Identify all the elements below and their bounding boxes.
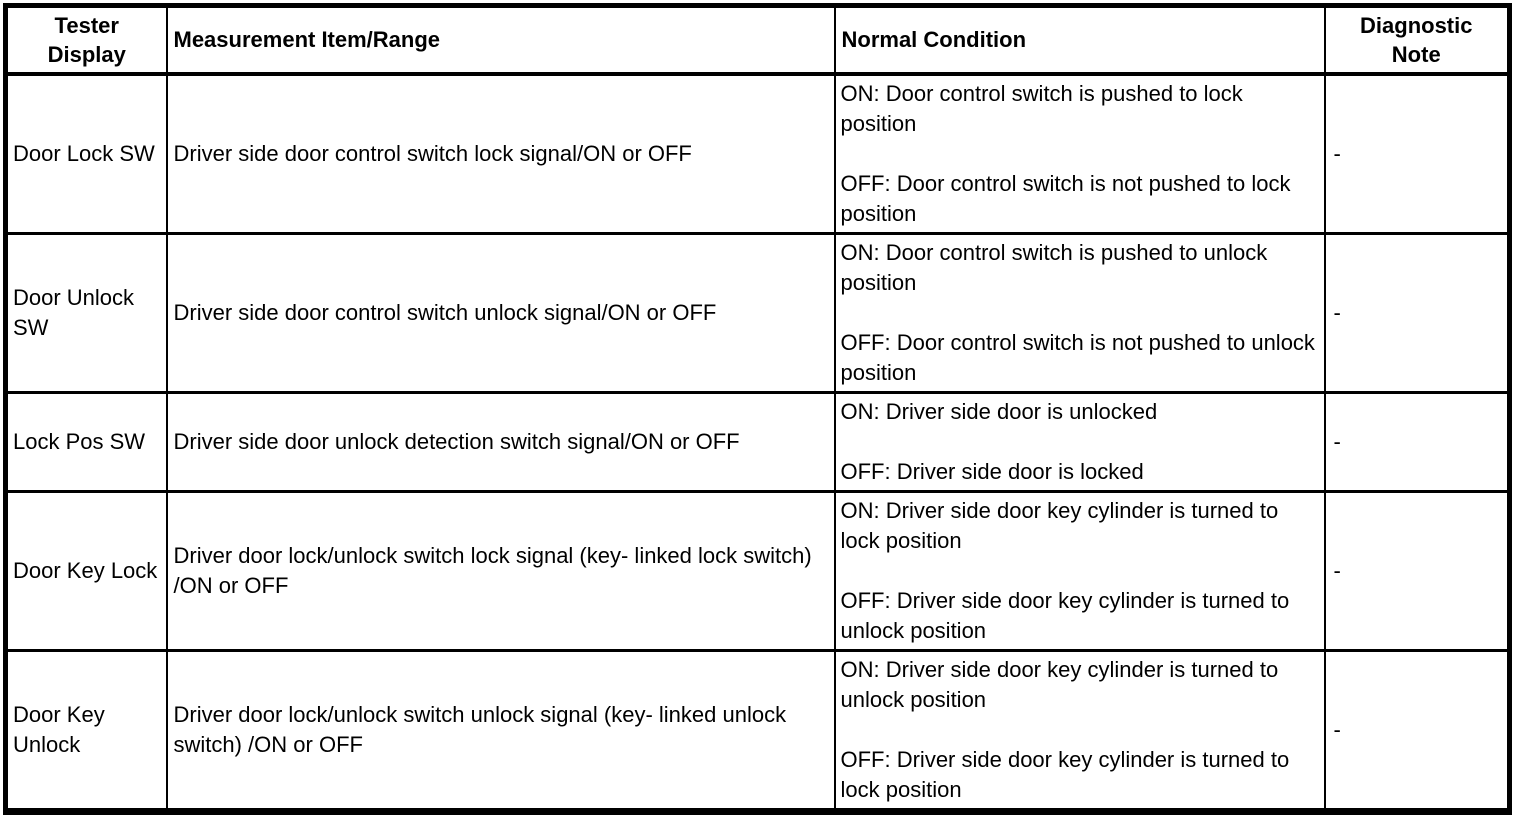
- tester-display-cell: Door Unlock SW: [4, 232, 168, 394]
- measurement-cell: Driver side door control switch unlock s…: [165, 232, 836, 394]
- normal-condition-on: ON: Driver side door key cylinder is tur…: [840, 497, 1279, 553]
- header-measurement-item-range: Measurement Item/Range: [165, 4, 836, 76]
- data-monitor-table: Tester Display Measurement Item/Range No…: [3, 3, 1512, 815]
- normal-condition-off: OFF: Driver side door key cylinder is tu…: [840, 587, 1290, 643]
- diagnostic-note-cell: -: [1323, 72, 1511, 235]
- diagnostic-note-cell: -: [1323, 649, 1511, 813]
- header-normal-condition: Normal Condition: [833, 4, 1326, 76]
- diagnostic-note-cell: -: [1323, 391, 1511, 493]
- measurement-cell: Driver door lock/unlock switch unlock si…: [165, 649, 836, 813]
- header-diagnostic-note: Diagnostic Note: [1323, 4, 1511, 76]
- normal-condition-cell: ON: Door control switch is pushed to loc…: [833, 72, 1326, 235]
- normal-condition-on: ON: Driver side door key cylinder is tur…: [840, 656, 1279, 712]
- table-row-lock-pos-sw: Lock Pos SW Driver side door unlock dete…: [4, 391, 1511, 493]
- diagnostic-note-cell: -: [1323, 232, 1511, 394]
- normal-condition-on: ON: Door control switch is pushed to unl…: [840, 239, 1268, 295]
- header-row: Tester Display Measurement Item/Range No…: [4, 4, 1511, 76]
- normal-condition-on: ON: Driver side door is unlocked: [840, 398, 1158, 424]
- normal-condition-cell: ON: Driver side door key cylinder is tur…: [833, 649, 1326, 813]
- diagnostic-note-cell: -: [1323, 490, 1511, 652]
- tester-display-cell: Lock Pos SW: [4, 391, 168, 493]
- normal-condition-on: ON: Door control switch is pushed to loc…: [840, 80, 1243, 136]
- normal-condition-off: OFF: Driver side door is locked: [840, 458, 1144, 484]
- header-tester-display: Tester Display: [4, 4, 168, 76]
- normal-condition-cell: ON: Driver side door is unlocked OFF: Dr…: [833, 391, 1326, 493]
- measurement-cell: Driver side door control switch lock sig…: [165, 72, 836, 235]
- table-row-door-lock-sw: Door Lock SW Driver side door control sw…: [4, 72, 1511, 235]
- normal-condition-off: OFF: Driver side door key cylinder is tu…: [840, 746, 1290, 802]
- measurement-cell: Driver side door unlock detection switch…: [165, 391, 836, 493]
- tester-display-cell: Door Key Lock: [4, 490, 168, 652]
- tester-display-cell: Door Key Unlock: [4, 649, 168, 813]
- table-row-door-key-unlock: Door Key Unlock Driver door lock/unlock …: [4, 649, 1511, 813]
- normal-condition-off: OFF: Door control switch is not pushed t…: [840, 329, 1315, 385]
- measurement-cell: Driver door lock/unlock switch lock sign…: [165, 490, 836, 652]
- normal-condition-cell: ON: Door control switch is pushed to unl…: [833, 232, 1326, 394]
- normal-condition-off: OFF: Door control switch is not pushed t…: [840, 170, 1291, 226]
- normal-condition-cell: ON: Driver side door key cylinder is tur…: [833, 490, 1326, 652]
- table-row-door-key-lock: Door Key Lock Driver door lock/unlock sw…: [4, 490, 1511, 652]
- tester-display-cell: Door Lock SW: [4, 72, 168, 235]
- table-row-door-unlock-sw: Door Unlock SW Driver side door control …: [4, 232, 1511, 394]
